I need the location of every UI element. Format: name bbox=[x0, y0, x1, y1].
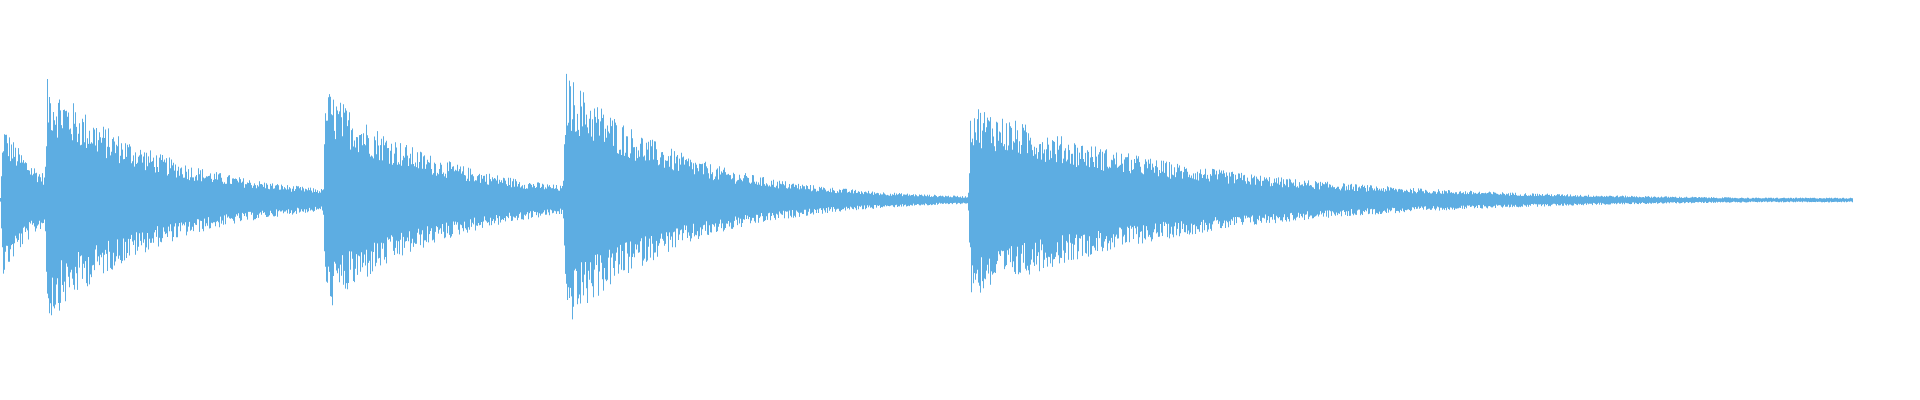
waveform-trace bbox=[0, 73, 1853, 320]
